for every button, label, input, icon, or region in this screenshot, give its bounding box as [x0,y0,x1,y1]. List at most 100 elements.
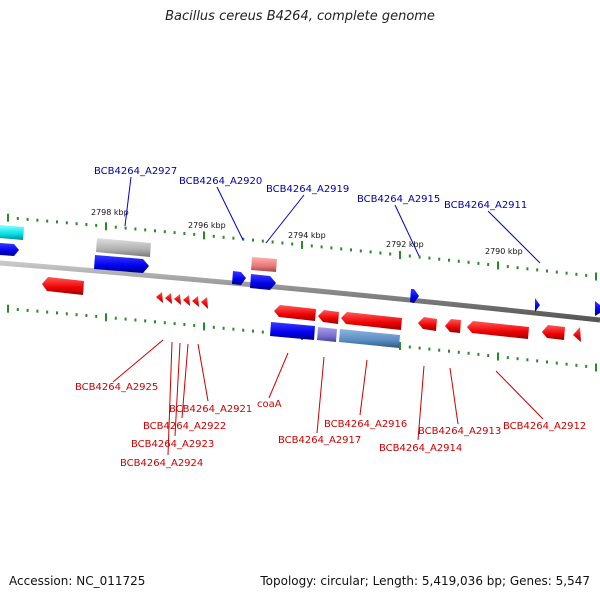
scale-tick [75,313,78,317]
scale-tick [193,323,196,327]
gene-feature[interactable] [270,322,315,340]
gene-feature[interactable] [341,312,402,330]
scale-tick [477,261,480,265]
scale-tick [516,266,519,270]
scale-tick [457,350,460,354]
scale-tick [487,263,490,266]
gene-feature[interactable] [94,255,149,273]
reverse-strand-features [42,277,581,348]
scale-tick [526,358,529,362]
gene-label[interactable]: BCB4264_A2920 [179,176,262,187]
gene-feature[interactable] [467,321,529,339]
gene-feature[interactable] [595,301,600,316]
scale-tick [506,356,509,360]
scale-label: 2792 kbp [386,240,424,249]
scale-tick [506,265,509,269]
gene-label[interactable]: coaA [257,399,282,410]
scale-tick [114,225,117,229]
scale-tick [222,326,225,330]
gene-label[interactable]: BCB4264_A2919 [266,184,349,195]
scale-tick [212,234,215,238]
scale-tick [183,232,186,235]
gene-label[interactable]: BCB4264_A2911 [444,200,527,211]
scale-tick [467,351,470,355]
scale-tick [252,329,254,333]
scale-tick [555,361,558,365]
scale-tick [85,314,88,317]
gene-label[interactable]: BCB4264_A2925 [75,382,158,393]
scale-tick [428,256,431,260]
gene-label[interactable]: BCB4264_A2923 [131,439,214,450]
gene-feature[interactable] [0,225,24,240]
outer-tick-ring [7,213,597,281]
gene-feature[interactable] [251,257,277,272]
gene-feature[interactable] [42,277,84,295]
scale-tick [428,347,431,351]
scale-tick [56,311,58,315]
scale-tick [212,325,215,329]
gene-label[interactable]: BCB4264_A2914 [379,443,462,454]
scale-tick [124,317,127,321]
gene-label[interactable]: BCB4264_A2913 [418,426,501,437]
scale-tick [595,363,597,372]
gene-label[interactable]: BCB4264_A2915 [357,194,440,205]
gene-label[interactable]: BCB4264_A2927 [94,166,177,177]
scale-tick [487,354,490,357]
scale-tick [144,319,147,323]
gene-feature[interactable] [96,238,151,257]
gene-label[interactable]: BCB4264_A2917 [278,435,361,446]
gene-feature[interactable] [250,274,276,290]
gene-feature[interactable] [318,310,339,324]
scale-tick [252,238,254,242]
scale-tick [281,241,284,245]
gene-feature[interactable] [274,305,316,321]
gene-feature[interactable] [339,329,400,348]
scale-tick [516,357,519,361]
scale-tick [585,273,588,277]
scale-tick [95,314,98,318]
scale-label: 2798 kbp [91,208,129,217]
scale-tick [408,254,411,258]
genome-summary-text: Topology: circular; Length: 5,419,036 bp… [260,574,590,588]
scale-tick [408,345,411,349]
gene-label[interactable]: BCB4264_A2912 [503,421,586,432]
scale-tick [36,309,39,313]
gene-label[interactable]: BCB4264_A2916 [324,419,407,430]
scale-tick [379,251,382,255]
gene-label[interactable]: BCB4264_A2921 [169,404,252,415]
reverse-labels: BCB4264_A2925 BCB4264_A2921 BCB4264_A292… [75,382,586,469]
scale-tick [65,221,68,225]
scale-tick [105,222,107,231]
scale-tick [36,218,39,222]
gene-feature[interactable] [410,289,419,303]
gene-feature[interactable] [232,271,246,285]
gene-label[interactable]: BCB4264_A2922 [143,421,226,432]
scale-tick [16,217,19,220]
gene-feature[interactable] [317,327,337,342]
scale-tick [389,252,392,256]
scale-tick [7,304,9,313]
scale-tick [154,229,156,233]
scale-tick [134,318,137,322]
scale-tick [575,363,578,367]
gene-label[interactable]: BCB4264_A2924 [120,458,203,469]
scale-tick [105,313,107,322]
scale-label: 2794 kbp [288,231,326,240]
gene-feature[interactable] [542,325,565,340]
scale-tick [448,258,450,262]
scale-tick [565,271,568,275]
gene-feature[interactable] [535,298,540,312]
scale-tick [320,245,323,249]
gene-feature[interactable] [0,243,19,256]
gene-feature[interactable] [573,327,581,342]
gene-feature[interactable] [156,292,208,309]
forward-strand-features [0,225,600,316]
scale-tick [46,219,49,223]
gene-feature[interactable] [445,319,461,333]
scale-tick [526,267,529,271]
scale-tick [575,272,578,276]
scale-tick [595,272,597,281]
scale-tick [555,270,558,274]
gene-feature[interactable] [418,317,437,331]
